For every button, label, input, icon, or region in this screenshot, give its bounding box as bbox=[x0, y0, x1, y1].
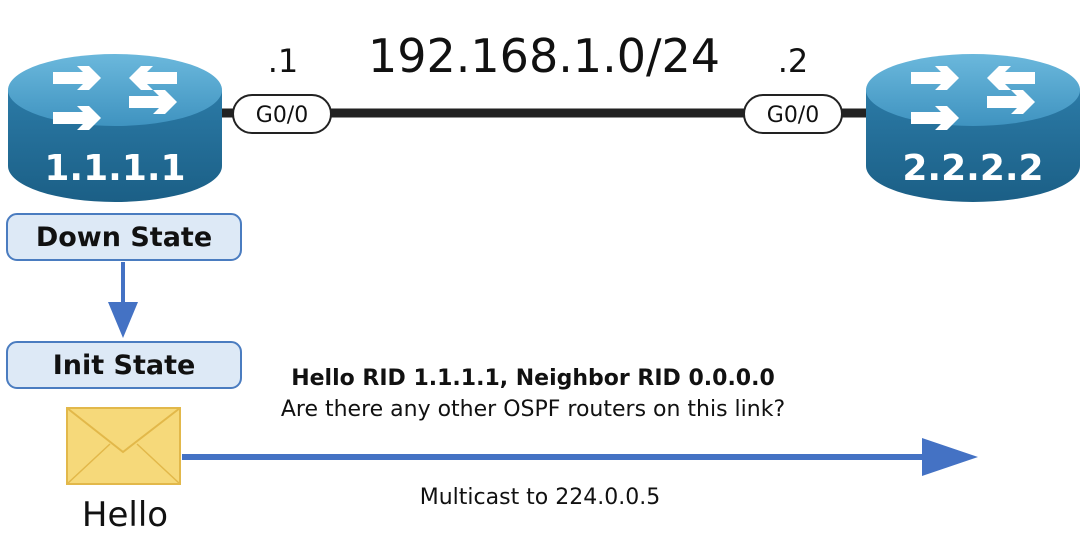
state-transition-arrow bbox=[108, 262, 138, 338]
hello-title: Hello RID 1.1.1.1, Neighbor RID 0.0.0.0 bbox=[291, 366, 775, 391]
router-left-rid: 1.1.1.1 bbox=[44, 148, 185, 189]
right-interface-badge: G0/0 bbox=[743, 94, 843, 134]
left-interface-label: G0/0 bbox=[256, 103, 308, 128]
envelope-icon bbox=[66, 407, 181, 485]
network-label: 192.168.1.0/24 bbox=[368, 29, 720, 83]
router-right-rid: 2.2.2.2 bbox=[902, 148, 1043, 189]
router-arrows-icon bbox=[911, 66, 1035, 130]
hello-question: Are there any other OSPF routers on this… bbox=[281, 397, 785, 422]
down-state-box: Down State bbox=[6, 213, 242, 261]
down-state-label: Down State bbox=[36, 222, 212, 253]
envelope-label: Hello bbox=[82, 495, 168, 535]
right-host-label: .2 bbox=[778, 42, 809, 80]
router-right: 2.2.2.2 bbox=[866, 54, 1080, 202]
init-state-box: Init State bbox=[6, 341, 242, 389]
init-state-label: Init State bbox=[53, 350, 196, 381]
router-left: 1.1.1.1 bbox=[8, 54, 222, 202]
left-host-label: .1 bbox=[268, 42, 299, 80]
right-interface-label: G0/0 bbox=[767, 103, 819, 128]
left-interface-badge: G0/0 bbox=[232, 94, 332, 134]
packet-arrow bbox=[182, 438, 978, 476]
multicast-label: Multicast to 224.0.0.5 bbox=[420, 485, 660, 510]
router-arrows-icon bbox=[53, 66, 177, 130]
